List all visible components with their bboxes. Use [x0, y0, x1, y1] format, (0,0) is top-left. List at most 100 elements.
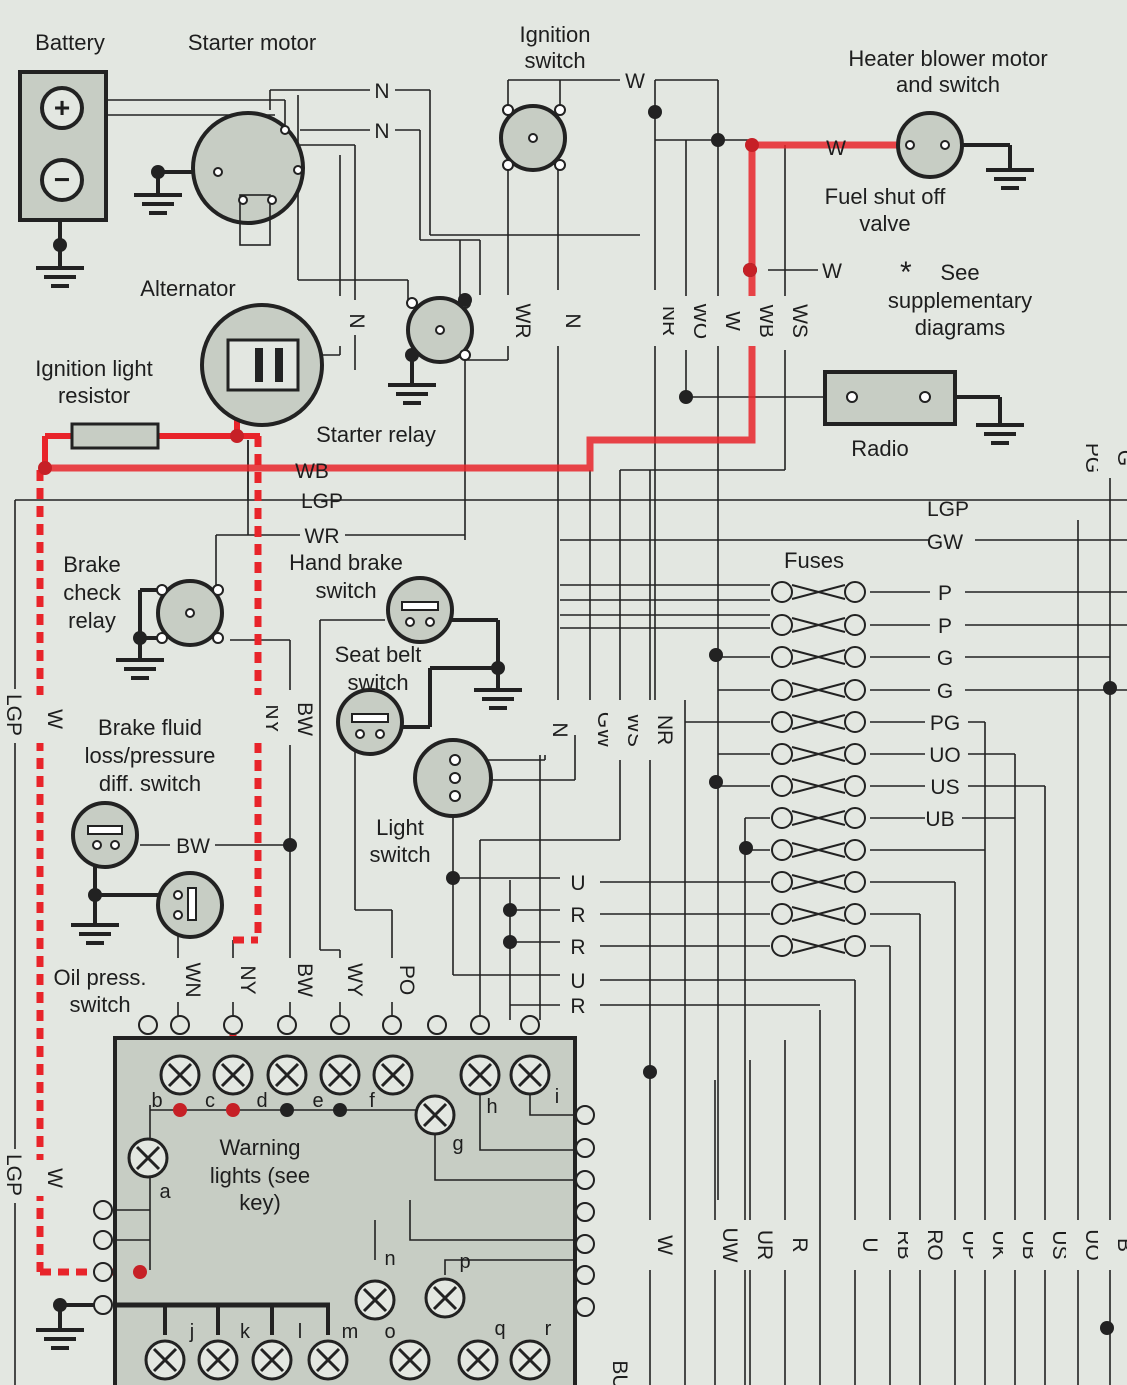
ground-icon	[986, 168, 1034, 190]
panel-terminals	[93, 1015, 595, 1317]
junction-dot	[1103, 681, 1117, 695]
highlight-junction-dot	[745, 138, 759, 152]
light-switch-label-1: Light	[376, 815, 424, 840]
brake-fluid-label-1: Brake fluid	[98, 715, 202, 740]
warning-lamp: p	[424, 1251, 471, 1319]
bottom-vertical-label: R	[788, 1237, 811, 1252]
lamp-letter: q	[494, 1318, 505, 1340]
ground-icon	[976, 423, 1024, 445]
label-backdrop	[878, 1220, 902, 1270]
highlight-junction-dot	[173, 1103, 187, 1117]
junction-dot	[648, 105, 662, 119]
wire-label-ignition-w: W	[625, 70, 645, 93]
left-edge-label: LGP	[2, 694, 25, 736]
bottom-vertical-label: US	[1048, 1230, 1071, 1259]
warning-lamp: a	[127, 1137, 171, 1203]
label-backdrop	[328, 958, 352, 1002]
light-switch	[413, 738, 493, 818]
label-backdrop	[578, 705, 602, 755]
left-edge-label: LGP	[2, 1154, 25, 1196]
lamp-letter: p	[459, 1251, 470, 1273]
vertical-wire-label: N	[561, 313, 584, 328]
junction-dot	[151, 165, 165, 179]
label-backdrop	[330, 296, 354, 346]
warning-lamp: i	[509, 1054, 559, 1108]
component-labels: Battery Starter motor Ignition switch He…	[35, 22, 1048, 1215]
warning-lights-label-3: key)	[239, 1190, 281, 1215]
label-backdrop	[738, 1220, 762, 1270]
vertical-wire-label: N	[345, 313, 368, 328]
panel-terminal	[575, 1297, 595, 1317]
fuse-block	[771, 581, 866, 957]
bottom-vertical-label: UW	[718, 1228, 741, 1263]
label-backdrop	[674, 296, 698, 346]
light-output-label: R	[570, 995, 585, 1018]
left-vertical-label: BW	[293, 702, 316, 736]
fuse	[771, 679, 866, 701]
panel-terminal	[93, 1262, 113, 1282]
starter-motor-label: Starter motor	[188, 30, 316, 55]
warning-lamp: e	[312, 1054, 361, 1112]
highlight-junction-dot	[226, 1103, 240, 1117]
label-backdrop	[843, 1220, 867, 1270]
junction-dot	[709, 648, 723, 662]
wire-label-lgp: LGP	[301, 490, 343, 513]
label-backdrop	[703, 1220, 727, 1270]
label-backdrop	[643, 296, 667, 346]
junction-dot	[53, 1298, 67, 1312]
panel-terminal	[93, 1230, 113, 1250]
panel-terminal	[93, 1295, 113, 1315]
label-backdrop	[278, 695, 302, 743]
hand-brake-label-1: Hand brake	[289, 550, 403, 575]
panel-terminal	[575, 1105, 595, 1125]
highlight-junction-dot	[230, 429, 244, 443]
junction-dot	[679, 390, 693, 404]
battery-label: Battery	[35, 30, 105, 55]
junction-dot	[643, 1065, 657, 1079]
ground-icon	[116, 658, 164, 680]
junction-dot	[491, 661, 505, 675]
label-backdrop	[28, 695, 52, 743]
bottom-vertical-label: UR	[753, 1230, 776, 1260]
bottom-vertical-label: U	[858, 1237, 881, 1252]
brake-check-relay-label-3: relay	[68, 608, 116, 633]
lamp-letter: k	[240, 1321, 251, 1343]
vertical-wire-label: WS	[788, 304, 811, 338]
fuel-shutoff-label-1: Fuel shut off	[825, 184, 947, 209]
warning-lamp: c	[205, 1054, 254, 1112]
lamp-letter: c	[205, 1090, 215, 1112]
vertical-wire-label: W	[721, 311, 744, 331]
label-backdrop	[1066, 1220, 1090, 1270]
fuse-output-label: UB	[925, 808, 954, 831]
right-edge-label: G	[1113, 450, 1127, 466]
heater-blower-label-2: and switch	[896, 72, 1000, 97]
lamp-letter: h	[486, 1096, 497, 1118]
fuse	[771, 775, 866, 797]
junction-dot	[739, 841, 753, 855]
bottom-cut-label: BU	[608, 1360, 631, 1385]
label-backdrop	[773, 296, 797, 346]
ground-symbols	[36, 168, 1034, 1350]
seat-belt-label-2: switch	[347, 670, 408, 695]
bottom-vertical-label: W	[653, 1235, 676, 1255]
warning-lamp: k	[197, 1321, 251, 1381]
lamp-letter: b	[151, 1090, 162, 1112]
junction-dot	[333, 1103, 347, 1117]
label-backdrop	[246, 695, 270, 743]
warning-lamp: h	[459, 1054, 501, 1118]
wire-label-right-lgp: LGP	[927, 498, 969, 521]
wire-label-gw: GW	[927, 531, 963, 554]
bottom-vertical-label: RO	[923, 1229, 946, 1261]
wire-label-supp-w: W	[822, 260, 842, 283]
warning-lamp: q	[457, 1318, 506, 1381]
left-vertical-label: W	[43, 709, 66, 729]
label-backdrop	[278, 958, 302, 1002]
label-backdrop	[166, 958, 190, 1002]
lamp-letter: o	[384, 1321, 395, 1343]
junction-dot	[53, 238, 67, 252]
supplementary-label-3: diagrams	[915, 315, 1005, 340]
supplementary-star: *	[900, 256, 912, 289]
ignition-light-resistor	[70, 422, 160, 450]
